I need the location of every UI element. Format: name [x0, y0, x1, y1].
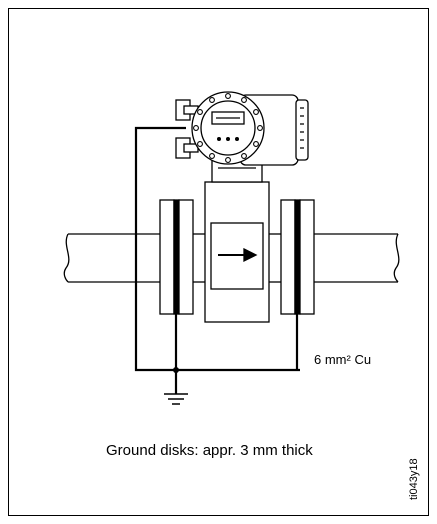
diagram-caption: Ground disks: appr. 3 mm thick: [106, 442, 313, 459]
figure-frame: [8, 8, 429, 516]
ground-symbol: [164, 393, 188, 405]
flange-right: [269, 199, 315, 315]
cover-bolts: [193, 93, 263, 163]
keypad-buttons: [217, 137, 239, 141]
pipe-left: [63, 233, 160, 283]
junction-dot: [173, 367, 179, 373]
ground-wiring: [134, 126, 300, 394]
pipe-right: [312, 233, 400, 283]
cable-label: 6 mm² Cu: [314, 352, 372, 367]
sensor-body: [204, 181, 270, 323]
flange-left: [159, 199, 205, 315]
figure-code: ti043y18: [408, 458, 420, 500]
